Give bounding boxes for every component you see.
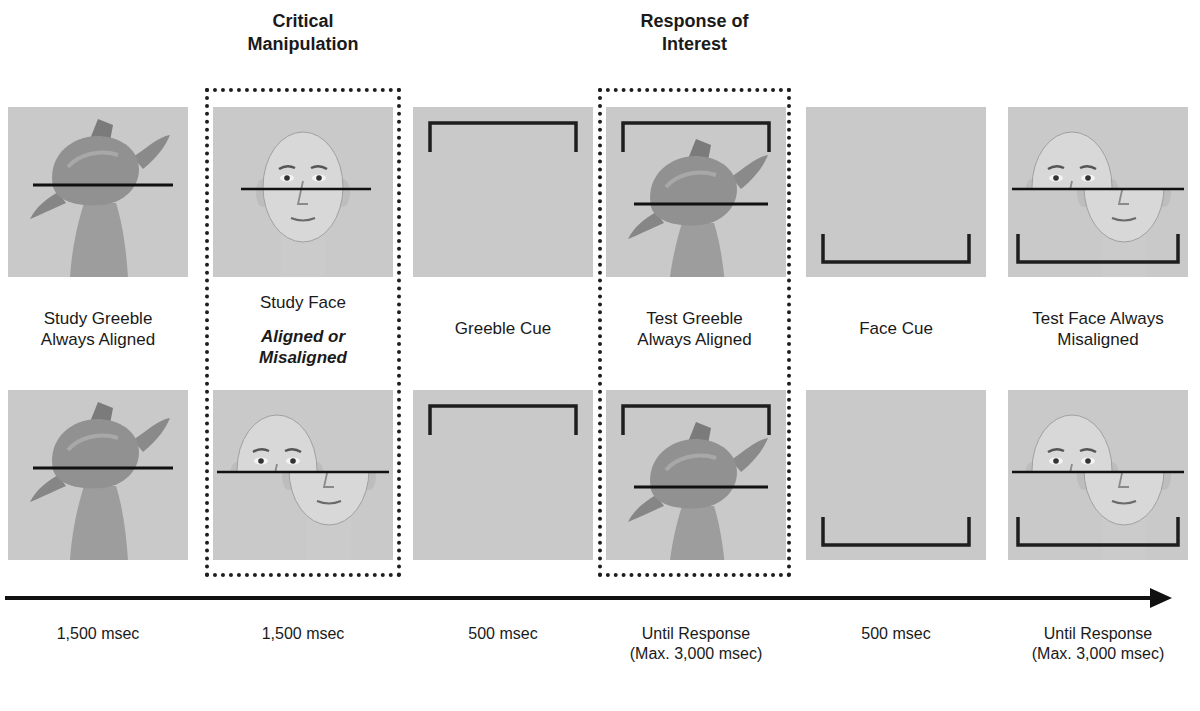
frame-caption: Study Greeble Always Aligned — [18, 308, 178, 350]
stimulus-panel — [8, 390, 188, 560]
section-heading: Response of Interest — [625, 10, 765, 56]
dashed-group-box: Response of InterestTest Greeble Always … — [598, 0, 791, 577]
timeline-arrowhead — [1150, 588, 1172, 608]
frame-caption: Greeble Cue — [428, 318, 578, 339]
duration-label: 1,500 msec — [23, 624, 173, 644]
stimulus-panel — [413, 390, 593, 560]
stimulus-panel — [8, 107, 188, 277]
frame-caption: Study Face — [228, 292, 378, 313]
stimulus-panel — [213, 390, 393, 560]
dashed-group-box: Critical ManipulationStudy FaceAligned o… — [205, 0, 401, 577]
duration-label: Until Response (Max. 3,000 msec) — [621, 624, 771, 664]
duration-label: 1,500 msec — [228, 624, 378, 644]
stimulus-panel — [806, 390, 986, 560]
stimulus-panel — [1008, 390, 1188, 560]
frame-caption: Test Greeble Always Aligned — [620, 308, 770, 350]
frame-caption: Test Face Always Misaligned — [1023, 308, 1173, 350]
frame-caption: Face Cue — [821, 318, 971, 339]
timeline-arrow — [5, 596, 1152, 600]
stimulus-panel — [1008, 107, 1188, 277]
duration-label: 500 msec — [428, 624, 578, 644]
duration-label: Until Response (Max. 3,000 msec) — [1023, 624, 1173, 664]
manipulation-note: Aligned or Misaligned — [228, 326, 378, 368]
stimulus-panel — [606, 390, 786, 580]
section-heading: Critical Manipulation — [233, 10, 373, 56]
stimulus-panel — [806, 107, 986, 277]
stimulus-panel — [213, 107, 393, 277]
stimulus-panel — [413, 107, 593, 277]
stimulus-panel — [606, 107, 786, 297]
duration-label: 500 msec — [821, 624, 971, 644]
